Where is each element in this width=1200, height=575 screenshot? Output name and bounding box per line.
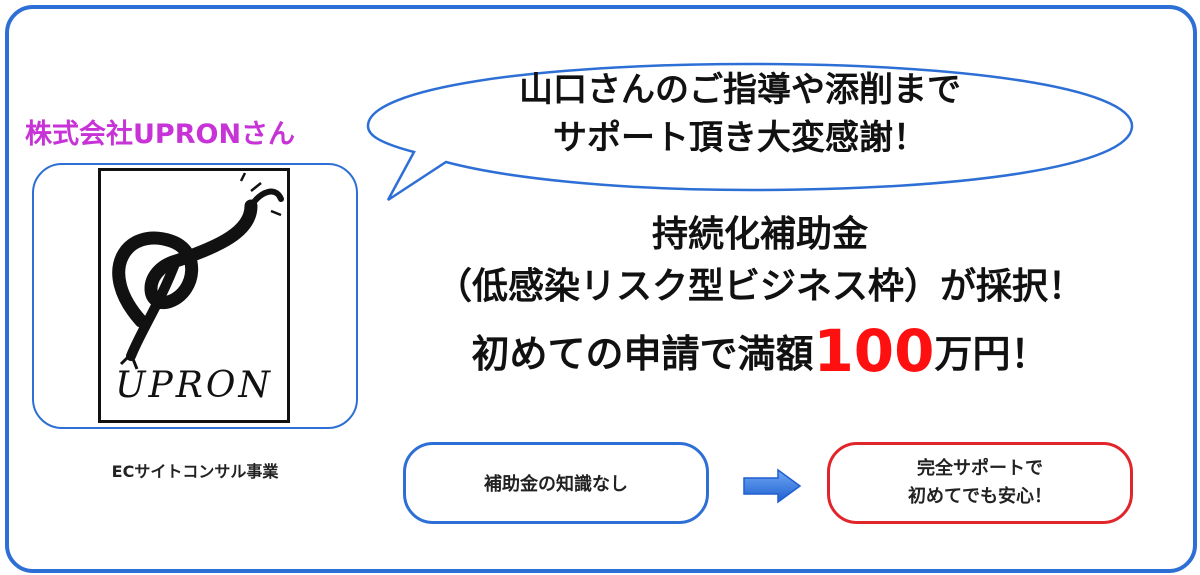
dragon-logo-icon bbox=[112, 172, 284, 370]
bubble-line-1: 山口さんのご指導や添削まで bbox=[519, 70, 961, 110]
speech-bubble bbox=[366, 62, 1134, 202]
after-line-2: 初めてでも安心！ bbox=[908, 486, 1052, 507]
bubble-text: 山口さんのご指導や添削まで サポート頂き大変感謝！ bbox=[420, 66, 1060, 162]
headline-suffix: 万円！ bbox=[934, 332, 1049, 376]
before-box: 補助金の知識なし bbox=[403, 442, 709, 524]
headline-prefix: 初めての申請で満額 bbox=[471, 332, 814, 376]
before-text: 補助金の知識なし bbox=[484, 474, 628, 495]
logo-frame bbox=[32, 163, 358, 429]
upron-logo: UPRON bbox=[98, 168, 290, 423]
after-line-1: 完全サポートで bbox=[917, 458, 1043, 479]
headline: 持続化補助金 （低感染リスク型ビジネス枠）が採択！ 初めての申請で満額100万円… bbox=[360, 210, 1160, 385]
headline-line-1: 持続化補助金 bbox=[651, 214, 868, 255]
logo-text: UPRON bbox=[115, 365, 273, 406]
company-name: 株式会社UPRONさん bbox=[25, 119, 296, 150]
headline-line-2: （低感染リスク型ビジネス枠）が採択！ bbox=[435, 266, 1084, 307]
bubble-line-2: サポート頂き大変感謝！ bbox=[553, 118, 927, 158]
arrow-right-icon bbox=[743, 468, 802, 504]
headline-line-3: 初めての申請で満額100万円！ bbox=[360, 320, 1160, 385]
business-label: ECサイトコンサル事業 bbox=[111, 462, 279, 481]
headline-amount: 100 bbox=[813, 317, 935, 385]
after-box: 完全サポートで 初めてでも安心！ bbox=[827, 442, 1133, 524]
